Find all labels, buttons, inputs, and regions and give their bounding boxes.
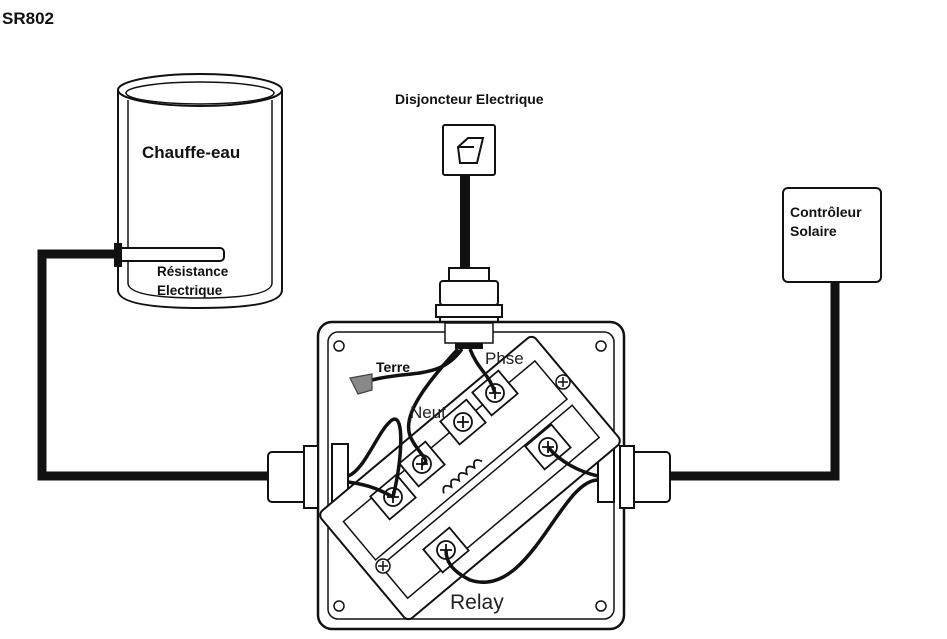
breaker-label: Disjoncteur Electrique — [395, 91, 544, 107]
diagram-title: SR802 — [2, 9, 54, 28]
breaker-switch-icon — [442, 124, 496, 176]
element-label-line1: Résistance — [157, 264, 229, 279]
earth-cap — [349, 373, 373, 395]
cable-gland-icon — [435, 267, 503, 326]
heating-element — [117, 247, 225, 262]
controller-label-line1: Contrôleur — [790, 204, 862, 220]
relay-coil-icon — [442, 459, 483, 494]
cable-gland-icon — [597, 445, 671, 509]
internal-wires — [347, 347, 599, 584]
heater-cable — [37, 249, 278, 481]
screw-terminal-icon — [439, 398, 487, 446]
phase-label: Phse — [485, 349, 524, 368]
earth-label: Terre — [376, 359, 410, 375]
cable-gland-icon — [267, 443, 349, 509]
controller-label-line2: Solaire — [790, 223, 837, 239]
breaker-cable — [460, 175, 470, 270]
water-heater-label: Chauffe-eau — [142, 143, 240, 162]
element-label-line2: Electrique — [157, 283, 223, 298]
neutral-label: Neut — [410, 403, 446, 422]
relay-label: Relay — [450, 591, 504, 614]
controller-cable — [660, 282, 840, 481]
